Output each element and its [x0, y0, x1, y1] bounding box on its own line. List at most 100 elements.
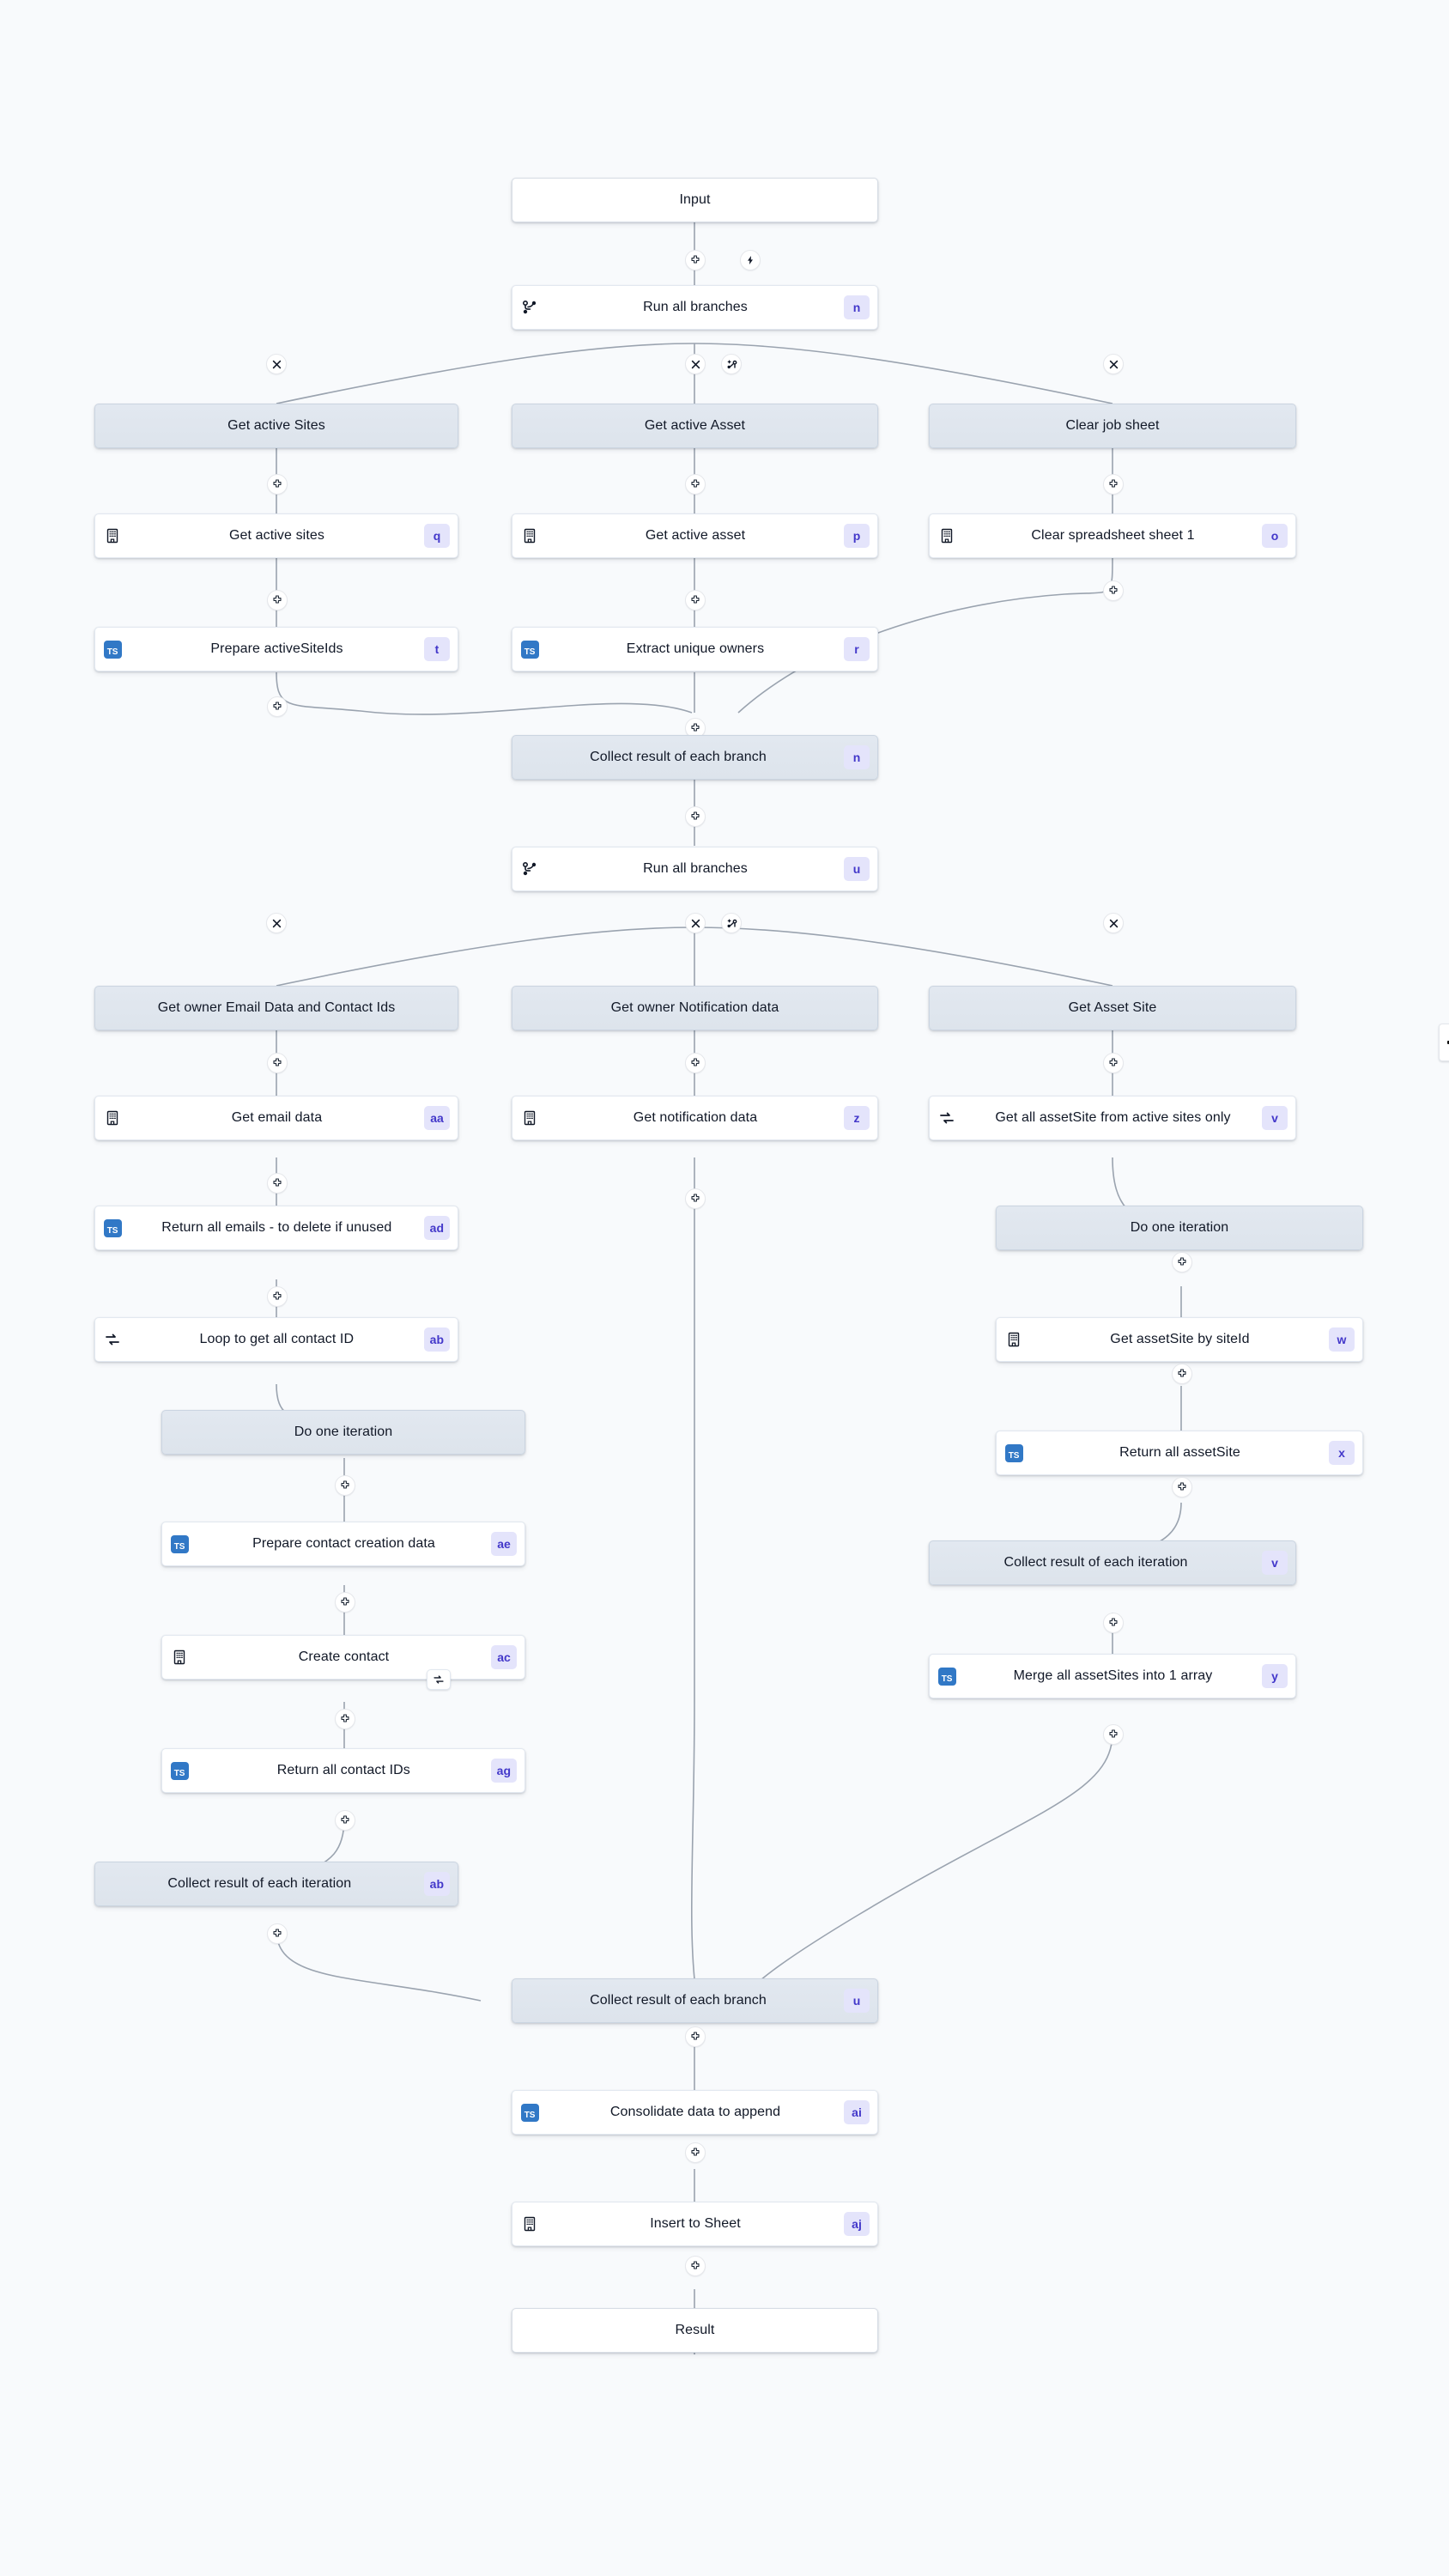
add-step-handle[interactable]	[267, 1923, 288, 1944]
node-run-all-branches-1[interactable]: Run all branches n	[512, 285, 878, 330]
node-input[interactable]: Input	[512, 178, 878, 222]
node-key-badge: t	[424, 637, 450, 661]
node-run-all-branches-2[interactable]: Run all branches u	[512, 847, 878, 891]
node-prepare-active-site-ids[interactable]: TS Prepare activeSiteIds t	[94, 627, 458, 671]
add-step-handle[interactable]	[1103, 1724, 1124, 1745]
close-branch-handle-right[interactable]	[1103, 354, 1124, 374]
add-step-handle[interactable]	[685, 474, 706, 495]
add-branch-icon[interactable]	[721, 354, 742, 374]
add-step-handle[interactable]	[1172, 1252, 1192, 1273]
add-step-handle[interactable]	[267, 474, 288, 495]
add-step-handle[interactable]	[685, 1188, 706, 1209]
node-key-badge: q	[424, 524, 450, 548]
node-key-badge: v	[1262, 1551, 1288, 1575]
node-insert-to-sheet[interactable]: Insert to Sheet aj	[512, 2202, 878, 2246]
node-label: Do one iteration	[1130, 1220, 1229, 1235]
add-step-handle[interactable]	[335, 1810, 355, 1831]
close-branch-handle-right[interactable]	[1103, 913, 1124, 933]
node-do-one-iteration-right[interactable]: Do one iteration	[996, 1206, 1363, 1250]
typescript-icon: TS	[512, 2090, 547, 2135]
node-return-all-emails[interactable]: TS Return all emails - to delete if unus…	[94, 1206, 458, 1250]
close-branch-handle[interactable]	[685, 913, 706, 933]
add-step-handle[interactable]	[267, 1173, 288, 1194]
node-key-badge: y	[1262, 1664, 1288, 1688]
add-step-handle[interactable]	[1172, 1477, 1192, 1498]
branch-header-get-owner-email-data[interactable]: Get owner Email Data and Contact Ids	[94, 986, 458, 1030]
add-step-handle[interactable]	[1172, 1364, 1192, 1384]
add-step-handle[interactable]	[685, 1053, 706, 1073]
node-get-active-asset[interactable]: Get active asset p	[512, 513, 878, 558]
node-collect-result-iteration-v[interactable]: Collect result of each iteration v	[929, 1540, 1296, 1585]
typescript-icon: TS	[512, 627, 547, 671]
node-label: Get owner Notification data	[610, 1000, 779, 1015]
add-step-handle[interactable]	[335, 1709, 355, 1729]
add-step-handle[interactable]	[1103, 474, 1124, 495]
add-step-handle[interactable]	[685, 806, 706, 827]
add-step-handle[interactable]	[335, 1475, 355, 1496]
node-key-badge: n	[844, 295, 870, 319]
close-branch-handle[interactable]	[685, 354, 706, 374]
add-step-handle[interactable]	[1103, 1613, 1124, 1633]
node-extract-unique-owners[interactable]: TS Extract unique owners r	[512, 627, 878, 671]
node-get-email-data[interactable]: Get email data aa	[94, 1096, 458, 1140]
node-label: Extract unique owners	[626, 641, 765, 656]
add-step-handle[interactable]	[685, 250, 706, 270]
retry-loop-icon[interactable]	[427, 1669, 451, 1690]
add-step-handle[interactable]	[267, 1053, 288, 1073]
node-label: Return all contact IDs	[276, 1763, 410, 1777]
node-label: Prepare activeSiteIds	[210, 641, 343, 656]
node-key-badge: n	[844, 745, 870, 769]
offscreen-node-dash	[1446, 1041, 1449, 1044]
add-step-handle[interactable]	[267, 590, 288, 611]
node-label: Consolidate data to append	[609, 2105, 781, 2119]
add-step-handle[interactable]	[685, 2026, 706, 2047]
node-key-badge: w	[1329, 1327, 1355, 1352]
node-result[interactable]: Result	[512, 2308, 878, 2353]
branch-header-clear-job-sheet[interactable]: Clear job sheet	[929, 404, 1296, 448]
typescript-icon: TS	[997, 1431, 1031, 1475]
node-loop-get-all-contact-id[interactable]: Loop to get all contact ID ab	[94, 1317, 458, 1362]
node-consolidate-data-to-append[interactable]: TS Consolidate data to append ai	[512, 2090, 878, 2135]
branch-header-get-owner-notification-data[interactable]: Get owner Notification data	[512, 986, 878, 1030]
node-collect-result-iteration-ab[interactable]: Collect result of each iteration ab	[94, 1862, 458, 1906]
close-branch-handle-left[interactable]	[266, 913, 287, 933]
node-collect-result-branch-2[interactable]: Collect result of each branch u	[512, 1978, 878, 2023]
node-key-badge: aj	[844, 2212, 870, 2236]
node-key-badge: o	[1262, 524, 1288, 548]
node-collect-result-branch-1[interactable]: Collect result of each branch n	[512, 735, 878, 780]
node-do-one-iteration-left[interactable]: Do one iteration	[161, 1410, 525, 1455]
offscreen-node-stub[interactable]	[1439, 1024, 1449, 1061]
node-get-assetsite-by-siteid[interactable]: Get assetSite by siteId w	[996, 1317, 1363, 1362]
node-merge-all-assetsites[interactable]: TS Merge all assetSites into 1 array y	[929, 1654, 1296, 1698]
node-return-all-assetsite[interactable]: TS Return all assetSite x	[996, 1431, 1363, 1475]
node-key-badge: u	[844, 1989, 870, 2013]
node-prepare-contact-creation-data[interactable]: TS Prepare contact creation data ae	[161, 1522, 525, 1566]
node-key-badge: x	[1329, 1441, 1355, 1465]
add-step-handle[interactable]	[1103, 1053, 1124, 1073]
add-step-handle[interactable]	[685, 590, 706, 611]
node-get-active-sites[interactable]: Get active sites q	[94, 513, 458, 558]
branch-icon	[512, 847, 547, 891]
close-branch-handle-left[interactable]	[266, 354, 287, 374]
node-get-notification-data[interactable]: Get notification data z	[512, 1096, 878, 1140]
node-return-all-contact-ids[interactable]: TS Return all contact IDs ag	[161, 1748, 525, 1793]
building-icon	[95, 1096, 130, 1140]
node-clear-spreadsheet-sheet-1[interactable]: Clear spreadsheet sheet 1 o	[929, 513, 1296, 558]
add-step-handle[interactable]	[335, 1592, 355, 1613]
node-create-contact[interactable]: Create contact ac	[161, 1635, 525, 1680]
add-branch-icon[interactable]	[721, 913, 742, 933]
add-step-handle[interactable]	[267, 1286, 288, 1307]
add-step-handle[interactable]	[267, 696, 288, 717]
node-label: Input	[679, 192, 711, 207]
lightning-icon[interactable]	[740, 250, 761, 270]
branch-header-get-active-asset[interactable]: Get active Asset	[512, 404, 878, 448]
typescript-icon: TS	[162, 1522, 197, 1566]
add-step-handle[interactable]	[685, 2256, 706, 2276]
add-step-handle[interactable]	[685, 2142, 706, 2163]
typescript-icon: TS	[930, 1654, 964, 1698]
add-step-handle[interactable]	[1103, 580, 1124, 601]
branch-header-get-active-sites[interactable]: Get active Sites	[94, 404, 458, 448]
branch-header-get-asset-site[interactable]: Get Asset Site	[929, 986, 1296, 1030]
node-get-all-assetsite[interactable]: Get all assetSite from active sites only…	[929, 1096, 1296, 1140]
